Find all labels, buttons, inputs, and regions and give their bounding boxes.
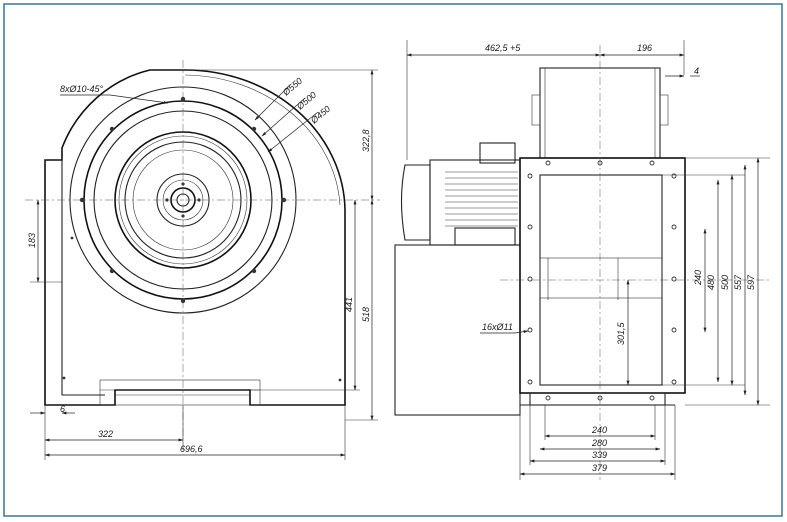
- dim-518: 518: [361, 307, 371, 322]
- dim-301-5: 301,5: [616, 321, 626, 345]
- dim-557: 557: [733, 274, 743, 290]
- dim-322: 322: [98, 429, 113, 439]
- dim-6: 6: [60, 404, 65, 414]
- holes-label-side: 16xØ11: [482, 322, 513, 332]
- dim-696-6: 696,6: [180, 444, 203, 454]
- side-bolt-holes: [527, 160, 677, 401]
- dim-379: 379: [592, 463, 607, 473]
- motor: [400, 142, 521, 246]
- holes-label-front: 8xØ10-45°: [60, 84, 104, 94]
- side-plate: [519, 157, 686, 394]
- dim-462-5: 462,5 +5: [485, 43, 521, 53]
- dim-339: 339: [592, 450, 607, 460]
- dim-280: 280: [591, 438, 607, 448]
- side-view: 462,5 +5 196 4 240 480 500 557 597 301,5…: [394, 40, 770, 480]
- dim-240-vertical: 240: [693, 270, 703, 286]
- dim-196: 196: [637, 43, 652, 53]
- dia-450: Ø450: [308, 104, 332, 126]
- drawing-border: [3, 3, 783, 517]
- dia-500: Ø500: [294, 90, 318, 112]
- dim-480: 480: [706, 275, 716, 290]
- dim-4: 4: [694, 66, 699, 76]
- dim-441: 441: [344, 297, 354, 312]
- front-view: 183 322,8 441 518 6 322 696,6 8xØ10-45° …: [25, 60, 380, 460]
- volute-housing: [44, 69, 346, 406]
- dim-240-horizontal: 240: [591, 425, 607, 435]
- dim-500: 500: [720, 275, 730, 290]
- dim-597: 597: [746, 274, 756, 290]
- dim-322-8: 322,8: [361, 129, 371, 152]
- dia-550: Ø550: [280, 76, 304, 98]
- dim-183: 183: [27, 233, 37, 248]
